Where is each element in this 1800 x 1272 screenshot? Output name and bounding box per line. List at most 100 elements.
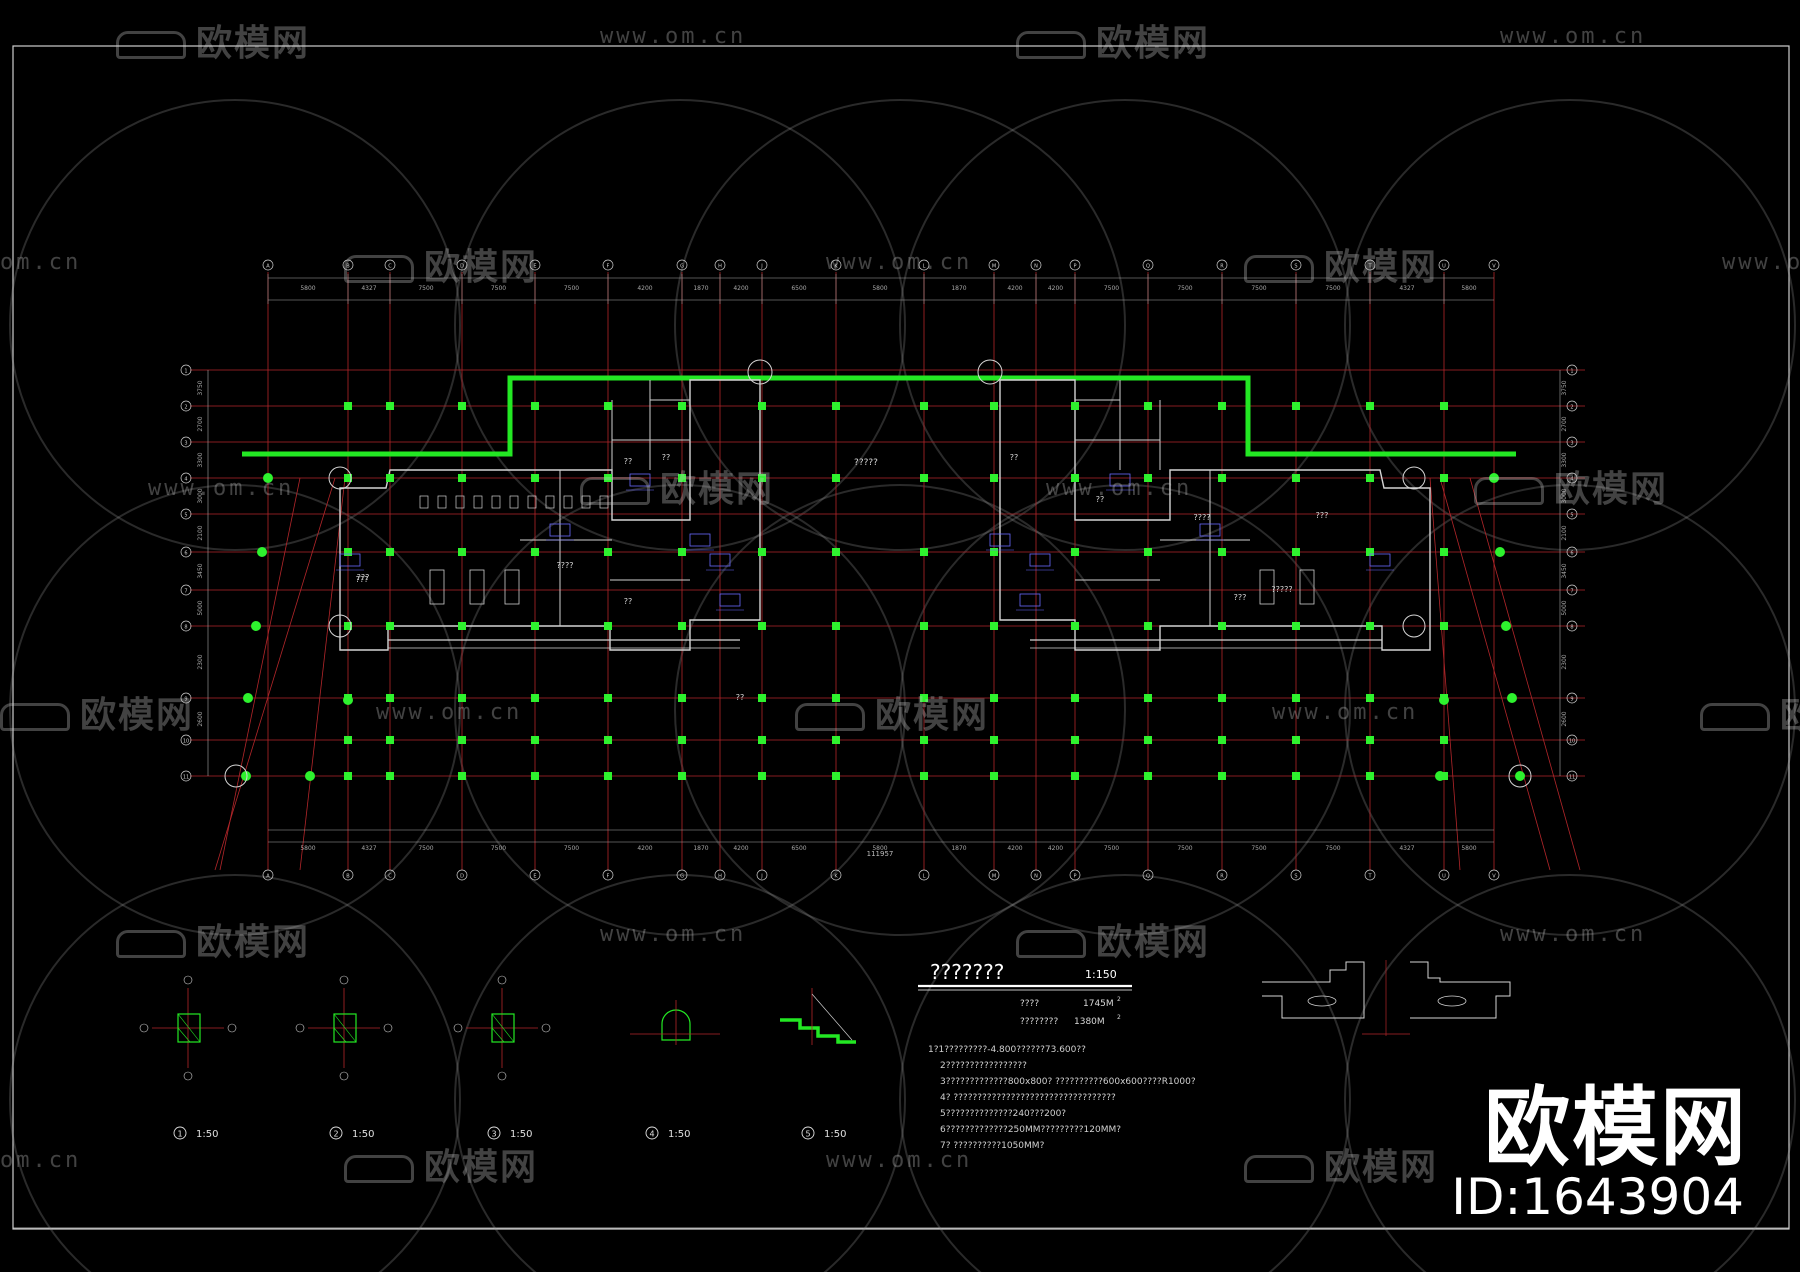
structural-column [604,402,612,410]
axis-label-bottom: R [1220,874,1224,880]
bottom-dimension-text: 6500 [791,845,806,852]
watermark-logo-text: 欧模网 [1096,23,1211,64]
structural-column [678,622,686,630]
detail-caption-4: 4 1:50 [645,1126,690,1140]
watermark-logo-text: 欧模网 [1324,247,1439,288]
watermark-circle [899,484,1351,936]
structural-column [990,694,998,702]
axis-bubble-right [1566,472,1578,484]
room-label: ???? [557,561,574,570]
note-line: 3?????????????800x800? ??????????600x600… [940,1077,1196,1087]
axis-bubble-left [180,546,192,558]
watermark-sofa-icon [0,703,70,731]
axis-bubble-left [180,770,192,782]
watermark-logo: 欧模网 [1016,913,1210,965]
structural-column [531,402,539,410]
detail-hatch [177,1013,201,1043]
watermark-circle [454,874,906,1272]
axis-label-bottom: J [760,874,762,880]
axis-bubble-right [1566,584,1578,596]
side-dimension-text: 3750 [197,380,204,395]
inner-wall-left [339,379,761,651]
axis-bubble-top [1030,259,1042,271]
axis-bubble-right [1566,692,1578,704]
stair-block [469,569,485,605]
axis-bubble-bottom [676,869,688,881]
axis-bubble-bottom [918,869,930,881]
axis-label-left: 1 [184,369,187,375]
top-dimension-text: 7500 [1104,285,1119,292]
equipment-box [455,495,465,509]
bottom-dimension-text: 1870 [693,845,708,852]
structural-column [531,474,539,482]
structural-column [678,772,686,780]
watermark-circle [1344,874,1796,1272]
room-label: ?? [662,453,671,462]
watermark-circles [9,99,1796,1272]
bottom-dimension-text: 7500 [491,845,506,852]
note-line: 5??????????????240???200? [940,1109,1066,1119]
detail-step [780,1018,856,1044]
walls [242,375,1516,651]
structural-column [832,694,840,702]
structural-column [1440,736,1448,744]
watermark-sofa-icon [1244,1155,1314,1183]
structural-column [758,402,766,410]
column-ring [224,764,248,788]
structural-column [386,694,394,702]
watermark-logo: 欧模网 [344,1138,538,1190]
detail-hatch [491,1027,505,1043]
annotation-box [339,553,361,567]
structural-column [386,548,394,556]
detail-bubble [497,975,507,985]
axis-bubble-left [180,734,192,746]
detail-bubble [541,1023,551,1033]
watermark-sofa-icon [344,1155,414,1183]
structural-column [1218,474,1226,482]
axis-label-top: N [1034,264,1038,270]
equipment-box [419,495,429,509]
bottom-dimension-text: 4327 [1399,845,1414,852]
axis-label-top: T [1367,264,1372,270]
axis-bubble-top [1364,259,1376,271]
main-room-label: ????? [854,458,878,468]
axis-bubble-top [714,259,726,271]
axis-label-top: K [834,264,838,270]
axis-label-left: 3 [184,441,187,447]
structural-column [458,474,466,482]
watermark-logo-text: 欧模网 [196,922,311,963]
legend-notes: 1?1?????????-4.800??????73.600?? 2??????… [928,1045,1196,1151]
dimension-lines: 5800580043274327750075007500750075007500… [197,274,1568,852]
structural-column [758,622,766,630]
structural-column [1218,622,1226,630]
axis-bubble-bottom [384,869,396,881]
area-1-value: 1745M [1083,999,1114,1009]
detail-num: 1 [177,1130,182,1139]
axis-label-bottom: B [346,874,350,880]
structural-column [344,548,352,556]
structural-column [1071,474,1079,482]
axis-label-left: 2 [184,405,187,411]
structural-column [1218,772,1226,780]
structural-column [1366,622,1374,630]
round-column [1501,621,1511,631]
axis-label-right: 6 [1570,551,1573,557]
room-label: ????? [1271,585,1292,594]
top-dimension-text: 4200 [1007,285,1022,292]
column-ring [1402,614,1426,638]
detail-hatch [333,1027,347,1043]
structural-column [990,736,998,744]
detail-caption-2: 2 1:50 [329,1126,374,1140]
note-line: 2????????????????? [940,1061,1027,1071]
structural-column [678,694,686,702]
detail-hatch [177,1027,191,1043]
axis-label-top: J [760,264,762,270]
axis-bubble-left [180,620,192,632]
axis-bubble-left [180,400,192,412]
structural-column [344,474,352,482]
watermark-circle [674,99,1126,551]
structural-column [1440,402,1448,410]
detail-scale: 1:50 [352,1129,374,1140]
structural-column [832,402,840,410]
